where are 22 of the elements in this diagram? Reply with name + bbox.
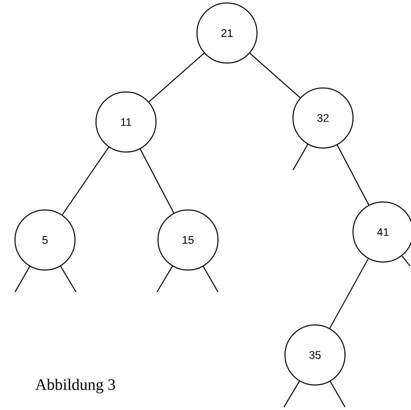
caption: Abbildung 3 [35,378,116,394]
tree-node: 41 [352,202,411,262]
tree-edge [148,52,205,102]
tree-edge [336,144,370,206]
stub-line [284,380,300,408]
stub-line [156,266,173,292]
tree-node: 5 [14,210,76,270]
tree-node: 32 [292,88,354,148]
tree-edge [140,148,174,214]
tree-node: 35 [284,324,346,386]
stub-line [401,255,410,266]
stub-line [202,266,218,292]
stub-line [60,266,76,292]
stub-line [330,380,346,408]
tree-node: 15 [158,210,218,270]
tree-node: 21 [196,2,258,64]
stub-line [14,266,30,292]
tree-edge [329,258,369,329]
tree-node: 11 [96,92,156,152]
stub-line [292,144,308,170]
tree-edge [249,52,301,98]
tree-edge [62,146,110,216]
